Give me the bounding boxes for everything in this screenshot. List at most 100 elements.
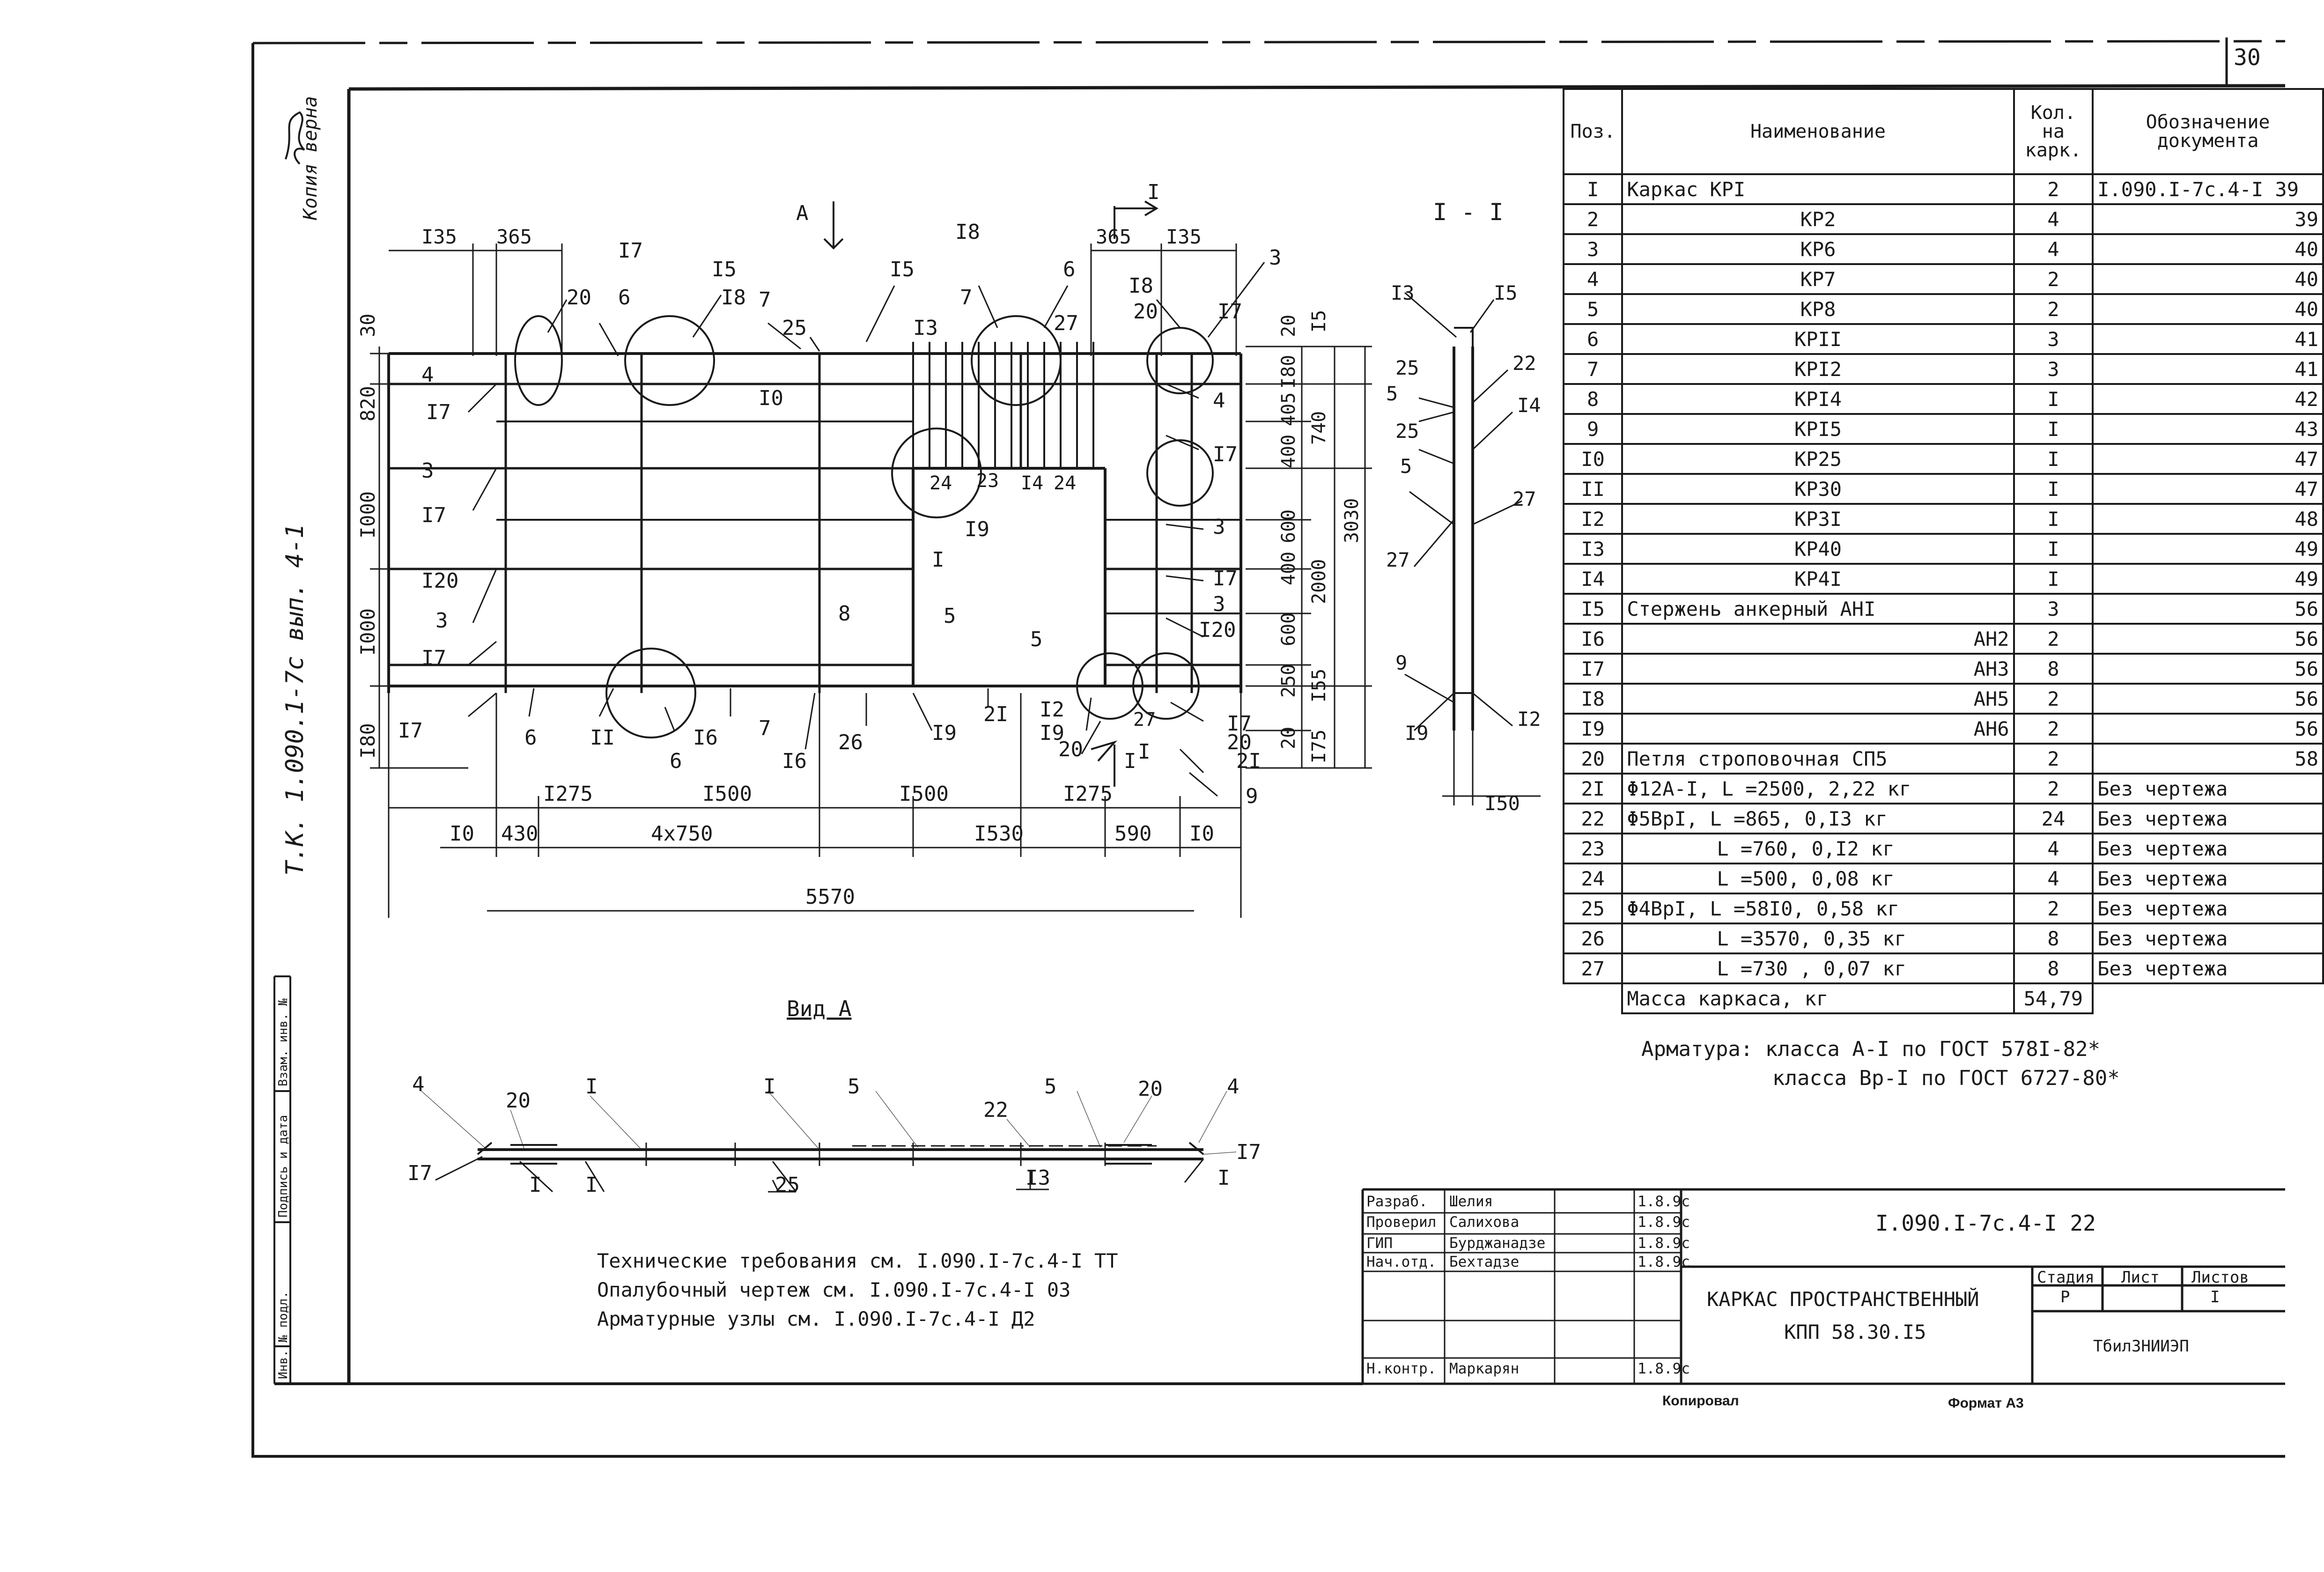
dim-bottom-10-right: I0 <box>1189 822 1214 846</box>
spec-cell-pos: 22 <box>1562 803 1623 834</box>
spec-cell-doc: Без чертежа <box>2092 952 2324 984</box>
plan-callout: 7 <box>960 286 973 310</box>
spec-cell-name: Петля строповочная СП5 <box>1621 743 2015 775</box>
spec-cell-doc: Без чертежа <box>2092 923 2324 954</box>
plan-callout: I9 <box>965 517 989 541</box>
view-callout: I <box>529 1173 542 1197</box>
section-callout: I3 <box>1391 281 1415 304</box>
section-callout: 27 <box>1386 548 1410 571</box>
spec-cell-name: КР40 <box>1621 533 2015 565</box>
spec-cell-pos: 27 <box>1562 952 1623 984</box>
plan-callout: I20 <box>1199 618 1236 642</box>
plan-callout: 3 <box>421 459 434 483</box>
spec-cell-qty: 8 <box>2013 923 2094 954</box>
spec-cell-pos: I4 <box>1562 563 1623 595</box>
section-callout: I2 <box>1517 708 1541 731</box>
stage-value: Р <box>2060 1288 2070 1306</box>
spec-cell-qty: 2 <box>2013 893 2094 924</box>
spec-cell-doc: 56 <box>2092 593 2324 625</box>
spec-cell-qty: I <box>2013 473 2094 505</box>
spec-cell-doc: 49 <box>2092 563 2324 595</box>
spec-cell-qty: I <box>2013 533 2094 565</box>
view-callout: 20 <box>1138 1077 1163 1101</box>
tb-name: Бехтадзе <box>1449 1254 1520 1270</box>
tb-date: 1.8.9с <box>1638 1193 1690 1210</box>
spec-cell-doc: 56 <box>2092 653 2324 685</box>
plan-callout: 20 <box>1058 738 1083 761</box>
steel-note-1: Арматура: класса А-I по ГОСТ 578I-82* <box>1641 1037 2101 1061</box>
spec-cell-qty: 2 <box>2013 263 2094 295</box>
spec-cell-qty: I <box>2013 383 2094 415</box>
spec-cell-name: КРI2 <box>1621 353 2015 385</box>
plan-callout: 20 <box>1133 300 1158 324</box>
tb-date: 1.8.9с <box>1638 1360 1690 1377</box>
spec-cell-qty: 2 <box>2013 683 2094 715</box>
dim-left-180: I80 <box>356 723 379 759</box>
dim-bottom-1500a: I500 <box>702 782 752 806</box>
dim-right-250: 250 <box>1278 664 1299 698</box>
dim-right-20b: 20 <box>1278 727 1299 749</box>
plan-callout: 20 <box>1227 731 1252 754</box>
view-callout: 20 <box>506 1089 531 1113</box>
spec-cell-qty: 2 <box>2013 293 2094 325</box>
steel-note-2: класса Вр-I по ГОСТ 6727-80* <box>1772 1066 2120 1090</box>
spec-cell-pos: I3 <box>1562 533 1623 565</box>
plan-callout: I7 <box>421 503 446 527</box>
tb-name: Шелия <box>1449 1193 1493 1210</box>
plan-callout: I9 <box>932 721 957 745</box>
sheet-label: Лист <box>2121 1268 2160 1287</box>
tb-role: Проверил <box>1366 1214 1437 1231</box>
spec-header-name: Наименование <box>1621 88 2015 175</box>
plan-callout: 6 <box>618 286 631 310</box>
plan-callout: 20 <box>567 286 591 310</box>
dim-bottom-10-left: I0 <box>450 822 474 846</box>
view-callout: 5 <box>1044 1075 1057 1099</box>
section-one-label-top: I <box>1147 180 1160 204</box>
spec-cell-name: КР25 <box>1621 443 2015 475</box>
spec-cell-doc: Без чертежа <box>2092 863 2324 894</box>
spec-cell-qty: 2 <box>2013 623 2094 655</box>
spec-cell-qty: 3 <box>2013 593 2094 625</box>
plan-callout: 3 <box>1213 592 1225 616</box>
spec-cell-name: КРI4 <box>1621 383 2015 415</box>
plan-callout: 26 <box>838 731 863 754</box>
section-callout: 25 <box>1395 356 1419 379</box>
plan-callout: 2I <box>983 702 1008 726</box>
spec-cell-pos: I <box>1562 173 1623 205</box>
section-callout: I5 <box>1494 281 1518 304</box>
spec-cell-name: КР2 <box>1621 203 2015 235</box>
spec-cell-name: L =3570, 0,35 кг <box>1621 923 2015 954</box>
section-cut-label: I - I <box>1433 199 1504 226</box>
plan-callout: 24 <box>930 472 952 494</box>
plan-callout: 27 <box>1133 709 1156 731</box>
spec-cell-qty: 3 <box>2013 323 2094 355</box>
spec-cell-qty: I <box>2013 503 2094 535</box>
plan-callout: 27 <box>1054 311 1078 335</box>
spec-cell-pos: 23 <box>1562 833 1623 864</box>
spec-cell-doc: Без чертежа <box>2092 833 2324 864</box>
spec-cell-pos: 6 <box>1562 323 1623 355</box>
spec-cell-qty: 24 <box>2013 803 2094 834</box>
spec-cell-pos: 9 <box>1562 413 1623 445</box>
plan-callout: 23 <box>976 470 999 492</box>
dim-left-1000a: I000 <box>356 491 379 539</box>
spec-cell-pos: II <box>1562 473 1623 505</box>
section-callout: 9 <box>1395 651 1407 674</box>
dim-right-740: 740 <box>1308 411 1330 445</box>
plan-callout: I8 <box>721 286 746 310</box>
spec-cell-pos: 20 <box>1562 743 1623 775</box>
spec-cell-qty: 4 <box>2013 863 2094 894</box>
dim-right-400a: 400 <box>1278 435 1299 468</box>
dim-bottom-1275-right: I275 <box>1063 782 1113 806</box>
plan-callout: I7 <box>1217 300 1242 324</box>
plan-callout: I3 <box>913 316 938 340</box>
spec-cell-qty: I <box>2013 563 2094 595</box>
